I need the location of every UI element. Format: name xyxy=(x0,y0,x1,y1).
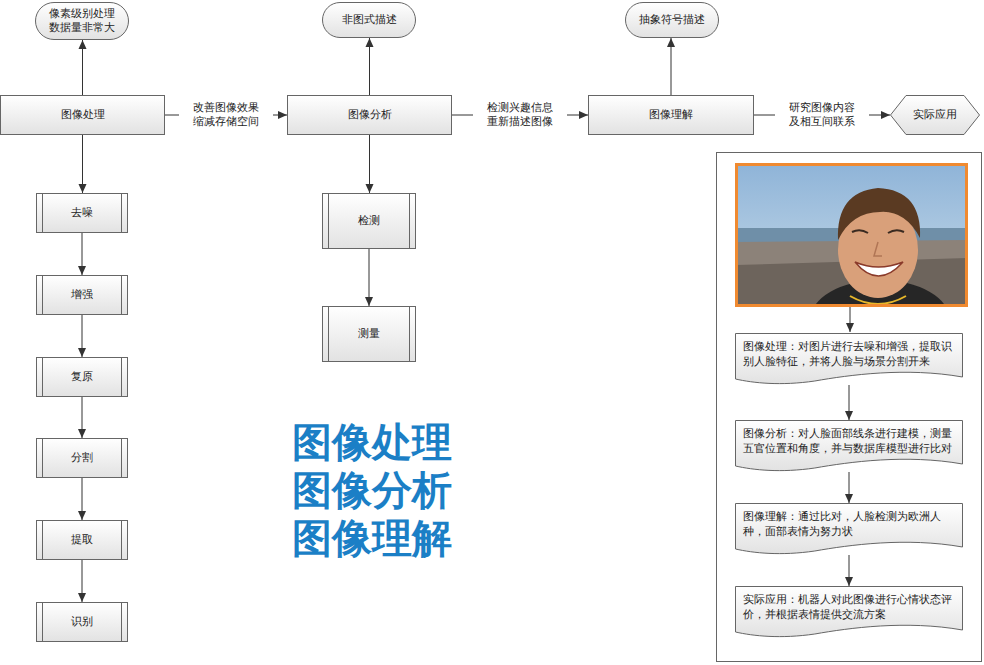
outline xyxy=(37,603,128,642)
side-bar xyxy=(121,603,122,642)
side-bar xyxy=(121,439,122,478)
subprocess-box: 测量 xyxy=(322,306,416,362)
outline xyxy=(37,358,128,397)
connector-arrow xyxy=(849,555,850,586)
connector-arrow xyxy=(849,385,850,420)
side-bar xyxy=(42,439,43,478)
process-box: 图像分析 xyxy=(287,95,452,135)
node-text: 非图式描述 xyxy=(342,13,397,27)
node-text: 像素级别处理 数据量非常大 xyxy=(43,7,121,35)
node-text: 图像处理：对图片进行去噪和增强，提取识别人脸特征，并将人脸与场景分割开来 xyxy=(743,339,955,369)
connector-arrow xyxy=(82,40,83,95)
outline xyxy=(323,194,416,249)
side-panel xyxy=(717,153,982,662)
outline xyxy=(736,421,963,471)
title-text: 图像分析 xyxy=(292,466,452,514)
process-box: 图像处理 xyxy=(0,95,165,135)
title-text: 图像理解 xyxy=(292,514,452,562)
subprocess-box: 复原 xyxy=(36,357,128,397)
side-bar xyxy=(121,276,122,315)
outline xyxy=(736,334,963,384)
connector-arrow xyxy=(82,560,83,602)
subprocess-box: 增强 xyxy=(36,275,128,315)
outline xyxy=(37,276,128,315)
side-bar xyxy=(121,358,122,397)
outline xyxy=(736,504,963,554)
edge-label: 检测兴趣信息 重新描述图像 xyxy=(473,101,567,129)
connector-arrow xyxy=(369,38,370,95)
document-shape: 实际应用：机器人对此图像进行心情状态评价，并根据表情提供交流方案 xyxy=(735,586,963,638)
node-text: 图像理解 xyxy=(649,108,693,122)
outline xyxy=(36,3,129,40)
subprocess-box: 识别 xyxy=(36,602,128,642)
subprocess-box: 检测 xyxy=(322,193,416,249)
connector-arrow xyxy=(671,38,672,95)
node-text: 提取 xyxy=(71,533,93,547)
outline xyxy=(1,96,165,135)
leader-arrow xyxy=(850,307,851,332)
node-text: 去噪 xyxy=(71,206,93,220)
connector-arrow xyxy=(82,478,83,520)
document-shape: 图像分析：对人脸面部线条进行建模，测量五官位置和角度，并与数据库模型进行比对 xyxy=(735,420,963,472)
side-bar xyxy=(42,603,43,642)
node-text: 图像分析 xyxy=(348,108,392,122)
outline xyxy=(37,194,128,233)
terminal-node: 非图式描述 xyxy=(322,2,416,38)
side-bar xyxy=(42,521,43,560)
subprocess-box: 去噪 xyxy=(36,193,128,233)
output-hexagon: 实际应用 xyxy=(890,95,980,135)
subprocess-box: 分割 xyxy=(36,438,128,478)
connector-arrow xyxy=(369,249,370,306)
terminal-node: 像素级别处理 数据量非常大 xyxy=(35,2,129,40)
subprocess-box: 提取 xyxy=(36,520,128,560)
side-bar xyxy=(328,194,329,249)
side-bar xyxy=(42,358,43,397)
node-text: 抽象符号描述 xyxy=(639,13,705,27)
node-text: 分割 xyxy=(71,451,93,465)
outline xyxy=(891,96,980,135)
node-text: 测量 xyxy=(358,327,380,341)
node-text: 识别 xyxy=(71,615,93,629)
outline xyxy=(323,307,416,362)
node-text: 图像理解：通过比对，人脸检测为欧洲人种，面部表情为努力状 xyxy=(743,509,955,539)
node-text: 增强 xyxy=(71,288,93,302)
document-shape: 图像理解：通过比对，人脸检测为欧洲人种，面部表情为努力状 xyxy=(735,503,963,555)
document-shape: 图像处理：对图片进行去噪和增强，提取识别人脸特征，并将人脸与场景分割开来 xyxy=(735,333,963,385)
boy-photo xyxy=(736,164,967,306)
outline xyxy=(37,521,128,560)
node-text: 图像分析：对人脸面部线条进行建模，测量五官位置和角度，并与数据库模型进行比对 xyxy=(743,426,955,456)
process-box: 图像理解 xyxy=(588,95,754,135)
outline xyxy=(288,96,452,135)
outline xyxy=(37,439,128,478)
side-bar xyxy=(409,307,410,362)
side-bar xyxy=(42,276,43,315)
connector-arrow xyxy=(82,397,83,438)
outline xyxy=(626,3,719,38)
outline xyxy=(589,96,754,135)
side-bar xyxy=(328,307,329,362)
connector-arrow xyxy=(369,135,370,193)
node-text: 复原 xyxy=(71,370,93,384)
node-text: 检测 xyxy=(358,214,380,228)
outline xyxy=(736,587,963,637)
node-text: 实际应用 xyxy=(913,108,957,122)
node-text: 图像处理 xyxy=(61,108,105,122)
side-bar xyxy=(42,194,43,233)
side-bar xyxy=(121,194,122,233)
connector-arrow xyxy=(82,135,83,193)
outline xyxy=(323,3,416,38)
side-bar xyxy=(121,521,122,560)
side-bar xyxy=(409,194,410,249)
node-text: 实际应用：机器人对此图像进行心情状态评价，并根据表情提供交流方案 xyxy=(743,592,955,622)
title-text: 图像处理 xyxy=(292,418,452,466)
edge-label: 研究图像内容 及相互间联系 xyxy=(775,101,869,129)
connector-arrow xyxy=(849,472,850,503)
photo-frame xyxy=(737,165,967,306)
terminal-node: 抽象符号描述 xyxy=(625,2,719,38)
connector-arrow xyxy=(82,233,83,275)
connector-arrow xyxy=(82,315,83,357)
edge-label: 改善图像效果 缩减存储空间 xyxy=(179,101,273,129)
